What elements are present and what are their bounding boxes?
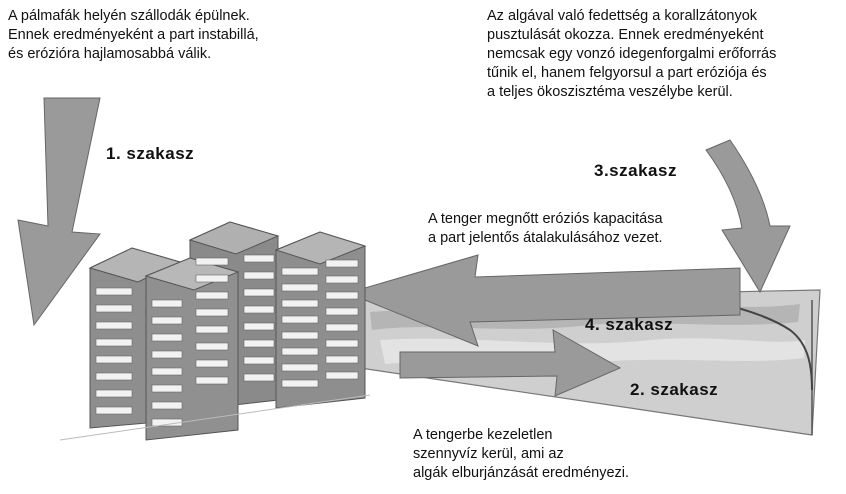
window — [243, 305, 275, 314]
window — [243, 339, 275, 348]
text-middle: A tenger megnőtt eróziós kapacitása a pa… — [428, 211, 663, 246]
window — [151, 384, 183, 393]
window — [325, 371, 359, 380]
label-stage-4: 4. szakasz — [585, 315, 674, 334]
arrow-stage-1 — [17, 97, 101, 327]
window — [195, 291, 229, 300]
window — [95, 355, 133, 364]
window — [281, 363, 319, 372]
arrow-stage-4 — [364, 254, 741, 347]
window — [151, 367, 183, 376]
window — [281, 283, 319, 292]
window — [281, 347, 319, 356]
text-bottom: A tengerbe kezeletlen szennyvíz kerül, a… — [413, 427, 630, 481]
text-top-right: Az algával való fedettség a korallzátony… — [487, 8, 777, 100]
window — [281, 331, 319, 340]
window — [281, 315, 319, 324]
window — [195, 308, 229, 317]
window — [195, 325, 229, 334]
arrow-stage-2 — [399, 329, 622, 397]
window — [195, 376, 229, 385]
window — [243, 254, 275, 263]
window — [281, 267, 319, 276]
window — [243, 271, 275, 280]
window — [195, 257, 229, 266]
window — [195, 274, 229, 283]
window — [325, 259, 359, 268]
window — [151, 299, 183, 308]
window — [151, 333, 183, 342]
window — [243, 322, 275, 331]
window — [325, 323, 359, 332]
window — [95, 406, 133, 415]
label-stage-3: 3.szakasz — [594, 161, 677, 180]
window — [95, 372, 133, 381]
window — [195, 359, 229, 368]
arrow-stage-3 — [705, 139, 791, 294]
window — [95, 338, 133, 347]
window — [281, 379, 319, 388]
window — [325, 307, 359, 316]
window — [95, 304, 133, 313]
window — [325, 291, 359, 300]
window — [95, 389, 133, 398]
window — [151, 350, 183, 359]
window — [151, 316, 183, 325]
window — [243, 288, 275, 297]
window — [195, 342, 229, 351]
window — [325, 339, 359, 348]
window — [325, 355, 359, 364]
building-windows — [95, 254, 359, 427]
window — [243, 373, 275, 382]
window — [243, 356, 275, 365]
label-stage-1: 1. szakasz — [106, 144, 195, 163]
window — [151, 401, 183, 410]
text-top-left: A pálmafák helyén szállodák épülnek. Enn… — [8, 8, 259, 62]
window — [281, 299, 319, 308]
window — [95, 287, 133, 296]
window — [95, 321, 133, 330]
window — [325, 275, 359, 284]
label-stage-2: 2. szakasz — [630, 380, 719, 399]
